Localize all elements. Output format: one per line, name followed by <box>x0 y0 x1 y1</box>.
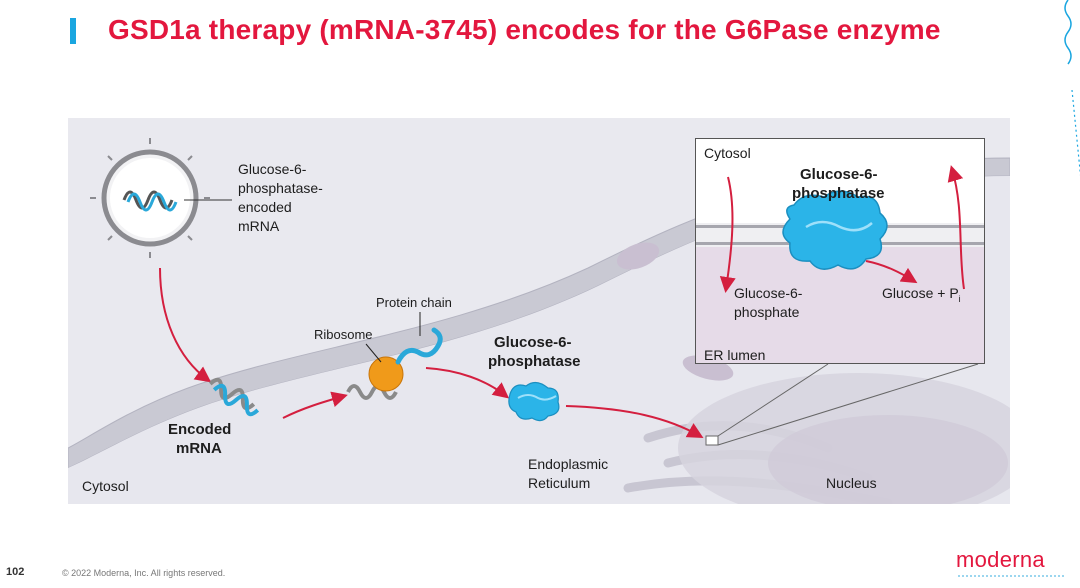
encoded-mrna-icon <box>208 377 260 417</box>
mechanism-diagram: Glucose-6- phosphatase- encoded mRNA Enc… <box>68 118 1010 504</box>
enzyme-mid-label-2: phosphatase <box>488 353 581 370</box>
lipid-nanoparticle-icon <box>90 138 232 258</box>
inset-er-lumen-label: ER lumen <box>704 347 766 363</box>
encoded-mrna-label-2: mRNA <box>176 440 222 457</box>
g6pase-enzyme-icon <box>508 381 560 422</box>
inset-product-text: Glucose + P <box>882 285 959 301</box>
inset-substrate-label-1: Glucose-6- <box>734 285 803 301</box>
encoded-mrna-label-1: Encoded <box>168 421 232 438</box>
lnp-mrna-label-4: mRNA <box>238 218 280 234</box>
inset-g6pase-enzyme-icon <box>782 190 888 270</box>
decorative-squiggle-icon <box>1064 0 1080 177</box>
ribosome-label: Ribosome <box>314 327 373 342</box>
inset-substrate-label-2: phosphate <box>734 304 800 320</box>
inset-product-subscript: i <box>958 293 961 304</box>
inset-artwork <box>696 139 984 363</box>
inset-product-label: Glucose + Pi <box>882 284 961 309</box>
page-title: GSD1a therapy (mRNA-3745) encodes for th… <box>108 14 941 45</box>
er-membrane-inset: Cytosol Glucose-6- phosphatase Glucose-6… <box>695 138 985 364</box>
inset-cytosol-label: Cytosol <box>704 145 751 161</box>
page-number: 102 <box>6 566 25 578</box>
inset-enzyme-label-1: Glucose-6- <box>800 166 878 183</box>
ribosome-icon <box>346 312 443 400</box>
cytosol-main-label: Cytosol <box>82 478 129 494</box>
inset-enzyme-label-2: phosphatase <box>792 185 885 202</box>
nucleus-label: Nucleus <box>826 475 877 491</box>
er-label-1: Endoplasmic <box>528 456 609 472</box>
protein-chain-label: Protein chain <box>376 295 452 310</box>
lnp-mrna-label-1: Glucose-6- <box>238 161 307 177</box>
copyright-text: © 2022 Moderna, Inc. All rights reserved… <box>62 568 226 578</box>
enzyme-mid-label-1: Glucose-6- <box>494 334 572 351</box>
title-accent-bar <box>70 18 76 44</box>
logo-dotted-underline <box>958 575 1064 578</box>
lnp-mrna-label-3: encoded <box>238 199 292 215</box>
lnp-mrna-label-2: phosphatase- <box>238 180 323 196</box>
er-label-2: Reticulum <box>528 475 591 491</box>
moderna-logo: moderna <box>956 547 1045 572</box>
